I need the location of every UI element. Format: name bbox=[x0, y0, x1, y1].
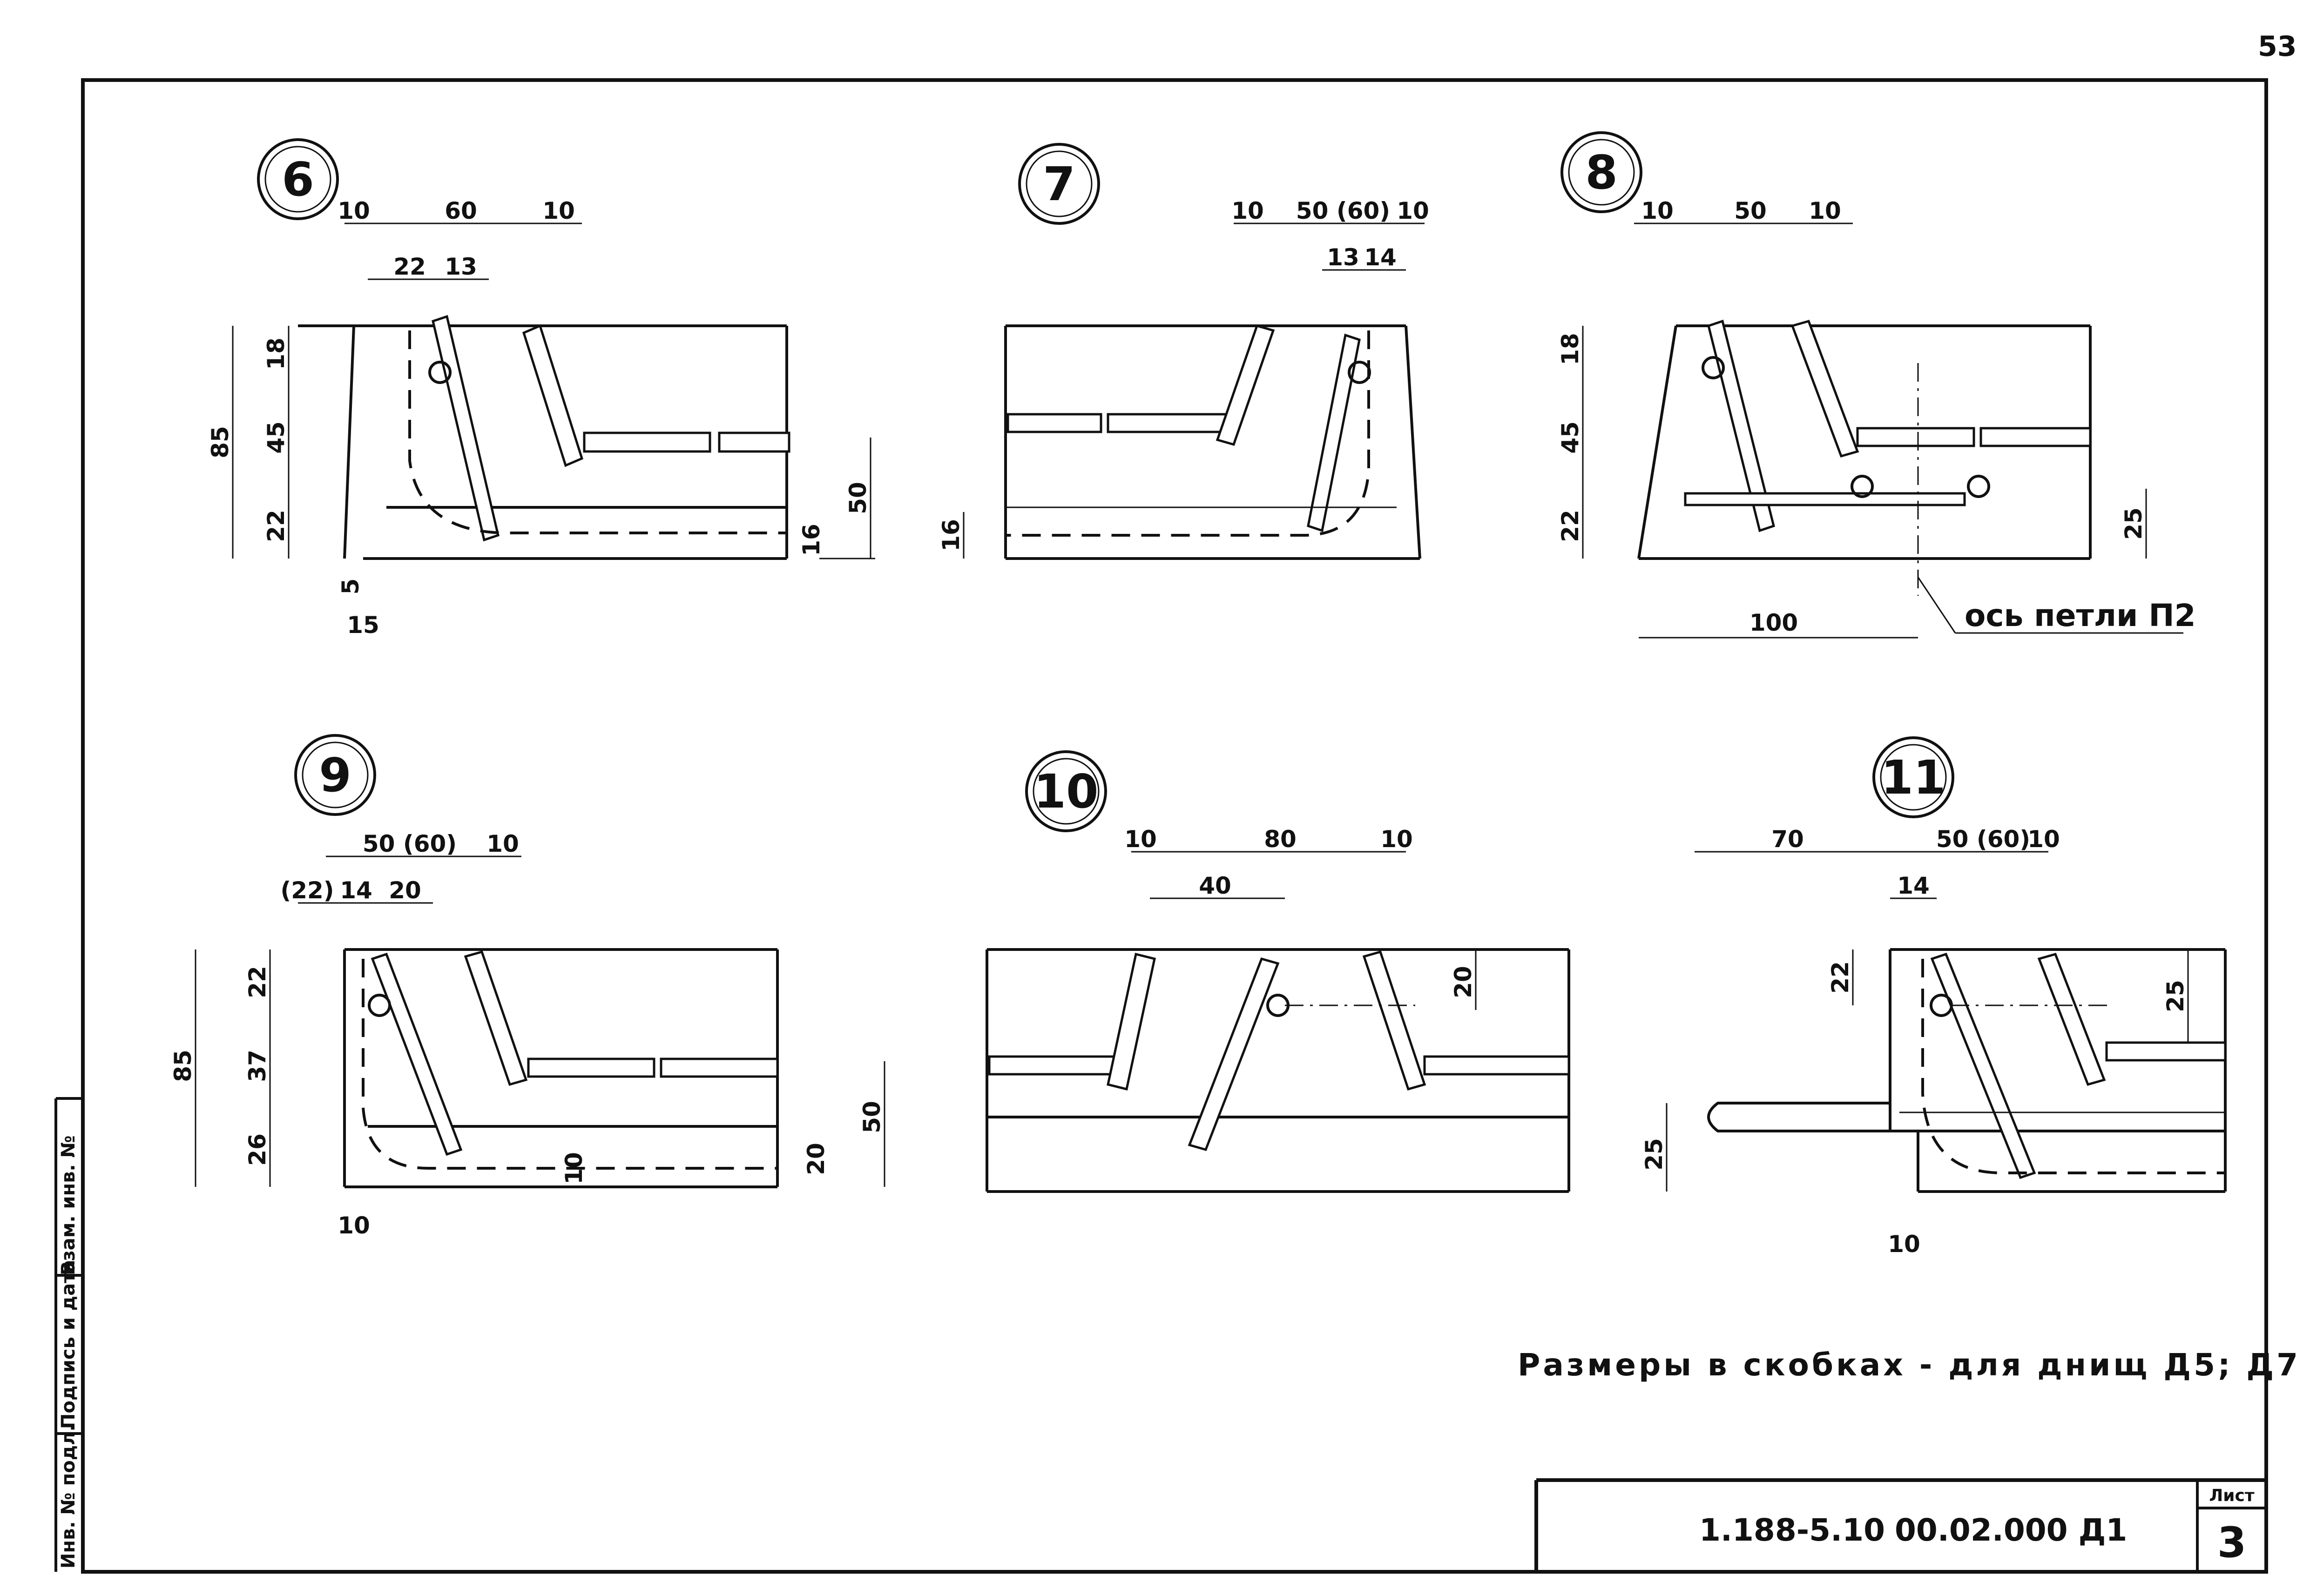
d11-top-b: 10 bbox=[2027, 826, 2060, 853]
d7-top-b: 10 bbox=[1397, 197, 1429, 224]
detail-10: 10 10 80 10 40 20 bbox=[986, 750, 1570, 1193]
d9-v2: 37 bbox=[244, 1050, 271, 1082]
sheet-label: Лист bbox=[2209, 1486, 2254, 1505]
d9-right-low: 20 bbox=[803, 1143, 830, 1175]
doc-code: 1.188-5.10 bbox=[1699, 1512, 1885, 1548]
side-stamp: Взам. инв. № Подпись и дата Инв. № подл. bbox=[54, 1097, 83, 1572]
d9-right-v: 50 bbox=[858, 1101, 885, 1133]
d9-overall-v: 85 bbox=[169, 1050, 196, 1082]
d8-v2: 45 bbox=[1557, 421, 1584, 454]
d6-v3: 22 bbox=[263, 510, 290, 542]
d9-top-b: 10 bbox=[486, 830, 519, 857]
d7-sub-a: 13 bbox=[1327, 244, 1359, 271]
page-number: 53 bbox=[2258, 30, 2297, 63]
d6-bot-b: 15 bbox=[347, 612, 379, 639]
stamp-replace-inv: Взам. инв. № bbox=[58, 1135, 79, 1275]
d8-right-v: 25 bbox=[2120, 507, 2147, 540]
d9-sub-b: 14 bbox=[340, 877, 372, 904]
d11-top-mid: 50 (60) bbox=[1936, 826, 2030, 853]
drawing-frame bbox=[81, 78, 2268, 1574]
d7-top-a: 10 bbox=[1231, 197, 1264, 224]
d9-sub-c: 20 bbox=[389, 877, 421, 904]
d8-v3: 22 bbox=[1557, 510, 1584, 542]
d11-sub: 14 bbox=[1897, 872, 1930, 899]
d6-sub-b: 13 bbox=[445, 253, 477, 280]
d8-bottom: 100 bbox=[1749, 609, 1798, 636]
detail-10-label: 10 bbox=[1033, 764, 1098, 819]
d11-left: 70 bbox=[1771, 826, 1804, 853]
d11-bottom: 10 bbox=[1888, 1231, 1920, 1258]
detail-8-label: 8 bbox=[1585, 145, 1618, 200]
d10-top-mid: 80 bbox=[1264, 826, 1297, 853]
d9-bottom: 10 bbox=[338, 1212, 370, 1239]
d6-sub-a: 22 bbox=[393, 253, 426, 280]
detail-6-label: 6 bbox=[282, 152, 314, 207]
d9-v3: 26 bbox=[244, 1133, 271, 1166]
d6-top-right: 10 bbox=[542, 197, 575, 224]
d10-top-b: 10 bbox=[1380, 826, 1413, 853]
detail-7-label: 7 bbox=[1043, 157, 1075, 211]
stamp-sign-date: Подпись и дата bbox=[58, 1260, 79, 1429]
d6-overall-v: 85 bbox=[207, 426, 234, 458]
d9-sub-a: (22) bbox=[280, 877, 334, 904]
d10-sub: 40 bbox=[1199, 872, 1231, 899]
d11-right-v: 25 bbox=[2162, 980, 2189, 1012]
d9-v1: 22 bbox=[244, 966, 271, 998]
title-block: 1.188-5.10 00.02.000 Д1 Лист 3 bbox=[1534, 1478, 2266, 1572]
d8-axis-label: ось петли П2 bbox=[1965, 598, 2196, 633]
detail-6: 6 10 60 10 22 13 85 18 45 22 50 16 5 15 bbox=[207, 138, 875, 639]
d8-top-a: 10 bbox=[1641, 197, 1674, 224]
drawing-number: 00.02.000 Д1 bbox=[1895, 1512, 2127, 1548]
d8-v1: 18 bbox=[1557, 333, 1584, 365]
d9-top-mid: 50 (60) bbox=[363, 830, 457, 857]
d8-top-mid: 50 bbox=[1734, 197, 1767, 224]
sheet-number: 3 bbox=[2217, 1518, 2247, 1567]
d7-sub-b: 14 bbox=[1364, 244, 1397, 271]
d10-right-v: 20 bbox=[1450, 966, 1477, 998]
brackets-note: Размеры в скобках - для днищ Д5; Д7 bbox=[1518, 1347, 2301, 1383]
d7-top-mid: 50 (60) bbox=[1296, 197, 1390, 224]
d6-v1: 18 bbox=[263, 337, 290, 370]
detail-7: 7 10 50 (60) 10 13 14 16 bbox=[938, 143, 1429, 560]
d6-v2: 45 bbox=[263, 421, 290, 454]
d9-inner: 10 bbox=[561, 1152, 588, 1185]
d6-bot-a: 5 bbox=[337, 579, 364, 595]
d6-right-low: 16 bbox=[798, 524, 825, 556]
d6-top-left: 10 bbox=[338, 197, 370, 224]
detail-9-label: 9 bbox=[319, 748, 351, 802]
detail-8: 8 10 50 10 18 45 22 25 100 ось петли П2 bbox=[1557, 131, 2196, 639]
d8-top-b: 10 bbox=[1809, 197, 1841, 224]
d7-left-v: 16 bbox=[938, 519, 965, 552]
d6-right-v: 50 bbox=[844, 482, 871, 514]
detail-9: 9 50 (60) 10 (22) 14 20 85 22 37 26 50 2… bbox=[169, 734, 885, 1239]
d6-top-mid: 60 bbox=[445, 197, 477, 224]
stamp-inv-no: Инв. № подл. bbox=[58, 1424, 79, 1569]
detail-11-label: 11 bbox=[1881, 750, 1945, 805]
d11-v1: 22 bbox=[1827, 961, 1854, 994]
detail-11: 11 70 50 (60) 10 14 22 25 25 10 bbox=[1641, 736, 2227, 1258]
d11-left-v: 25 bbox=[1641, 1138, 1668, 1171]
d10-top-a: 10 bbox=[1124, 826, 1157, 853]
